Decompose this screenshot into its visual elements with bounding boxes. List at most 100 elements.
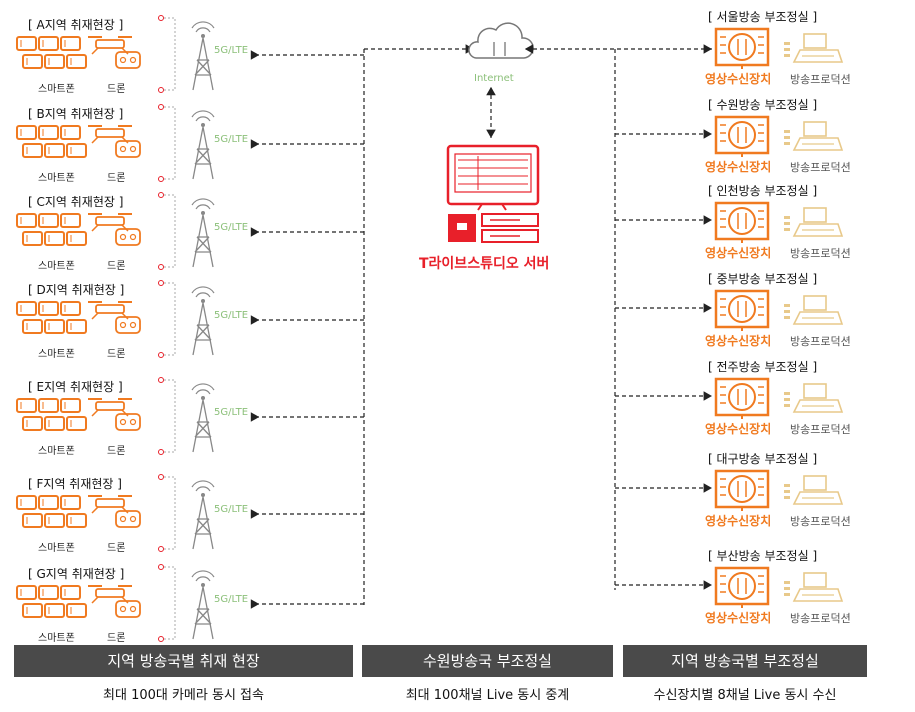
smartphone-icon (16, 36, 87, 69)
production-label: 방송프로덕션 (790, 335, 851, 348)
footer-left-caption: 최대 100대 카메라 동시 접속 (103, 688, 264, 703)
site-title: [ C지역 취재현장 ] (28, 195, 124, 209)
cell-tower-icon (191, 21, 215, 91)
receiver-icon (714, 566, 770, 608)
drone-icon (88, 495, 141, 528)
signal-label: 5G/LTE (214, 134, 249, 145)
production-console-icon (784, 295, 844, 325)
drone-label: 드론 (107, 173, 126, 184)
production-console-icon (784, 207, 844, 237)
station-title: [ 부산방송 부조정실 ] (708, 549, 818, 563)
cell-tower-icon (191, 480, 215, 550)
production-label: 방송프로덕션 (790, 612, 851, 625)
station-title: [ 서울방송 부조정실 ] (708, 10, 818, 24)
drone-icon (88, 301, 141, 334)
receiver-icon (714, 27, 770, 69)
site-bracket (158, 474, 176, 552)
drone-icon (88, 398, 141, 431)
receiver-label: 영상수신장치 (705, 72, 772, 86)
site-bracket (158, 15, 176, 93)
receiver-label: 영상수신장치 (705, 334, 772, 348)
station-title: [ 중부방송 부조정실 ] (708, 272, 818, 286)
drone-label: 드론 (107, 261, 126, 272)
drone-label: 드론 (107, 84, 126, 95)
smartphone-icon (16, 495, 87, 528)
drone-label: 드론 (107, 349, 126, 360)
site-title: [ D지역 취재현장 ] (28, 283, 125, 297)
drone-icon (88, 125, 141, 158)
site-title: [ B지역 취재현장 ] (28, 107, 124, 121)
smartphone-icon (16, 585, 87, 618)
smartphone-icon (16, 301, 87, 334)
station-title: [ 대구방송 부조정실 ] (708, 452, 818, 466)
cell-tower-icon (191, 110, 215, 180)
signal-label: 5G/LTE (214, 222, 249, 233)
drone-label: 드론 (107, 633, 126, 644)
site-bracket (158, 377, 176, 455)
production-console-icon (784, 121, 844, 151)
production-console-icon (784, 383, 844, 413)
smartphone-label: 스마트폰 (38, 84, 75, 95)
production-label: 방송프로덕션 (790, 423, 851, 436)
site-bracket (158, 104, 176, 182)
cell-tower-icon (191, 383, 215, 453)
site-bracket (158, 192, 176, 270)
signal-label: 5G/LTE (214, 504, 249, 515)
server-label: T라이브스튜디오 서버 (419, 256, 550, 272)
receiver-icon (714, 469, 770, 511)
receiver-label: 영상수신장치 (705, 514, 772, 528)
site-title: [ A지역 취재현장 ] (28, 18, 124, 32)
server-icon (446, 144, 540, 243)
smartphone-label: 스마트폰 (38, 261, 75, 272)
receiver-label: 영상수신장치 (705, 611, 772, 625)
receiver-icon (714, 377, 770, 419)
receiver-icon (714, 201, 770, 243)
production-console-icon (784, 475, 844, 505)
production-label: 방송프로덕션 (790, 515, 851, 528)
signal-label: 5G/LTE (214, 594, 249, 605)
cloud-icon (468, 22, 534, 59)
drone-icon (88, 213, 141, 246)
site-title: [ G지역 취재현장 ] (28, 567, 125, 581)
site-bracket (158, 564, 176, 642)
receiver-label: 영상수신장치 (705, 246, 772, 260)
smartphone-label: 스마트폰 (38, 349, 75, 360)
footer-center-caption: 최대 100채널 Live 동시 중계 (405, 688, 570, 703)
cell-tower-icon (191, 198, 215, 268)
production-label: 방송프로덕션 (790, 73, 851, 86)
production-label: 방송프로덕션 (790, 247, 851, 260)
drone-icon (88, 585, 141, 618)
footer-right-bar: 지역 방송국별 부조정실 (623, 645, 867, 677)
receiver-icon (714, 115, 770, 157)
station-title: [ 전주방송 부조정실 ] (708, 360, 818, 374)
smartphone-label: 스마트폰 (38, 173, 75, 184)
footer-center-bar: 수원방송국 부조정실 (362, 645, 613, 677)
receiver-label: 영상수신장치 (705, 422, 772, 436)
smartphone-icon (16, 213, 87, 246)
smartphone-icon (16, 125, 87, 158)
footer-left-bar: 지역 방송국별 취재 현장 (14, 645, 353, 677)
smartphone-label: 스마트폰 (38, 543, 75, 554)
smartphone-label: 스마트폰 (38, 633, 75, 644)
station-title: [ 수원방송 부조정실 ] (708, 98, 818, 112)
signal-label: 5G/LTE (214, 407, 249, 418)
signal-label: 5G/LTE (214, 45, 249, 56)
smartphone-icon (16, 398, 87, 431)
cell-tower-icon (191, 286, 215, 356)
site-title: [ F지역 취재현장 ] (28, 477, 122, 491)
production-console-icon (784, 572, 844, 602)
drone-label: 드론 (107, 543, 126, 554)
production-label: 방송프로덕션 (790, 161, 851, 174)
site-bracket (158, 280, 176, 358)
production-console-icon (784, 33, 844, 63)
receiver-icon (714, 289, 770, 331)
internet-label: Internet (474, 73, 514, 84)
drone-label: 드론 (107, 446, 126, 457)
receiver-label: 영상수신장치 (705, 160, 772, 174)
cell-tower-icon (191, 570, 215, 640)
signal-label: 5G/LTE (214, 310, 249, 321)
smartphone-label: 스마트폰 (38, 446, 75, 457)
footer-right-caption: 수신장치별 8채널 Live 동시 수신 (653, 688, 837, 703)
station-title: [ 인천방송 부조정실 ] (708, 184, 818, 198)
